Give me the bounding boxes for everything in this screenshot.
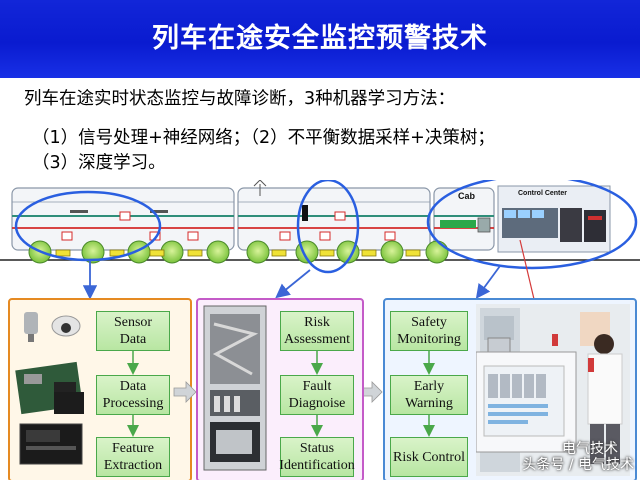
yellow-sensors bbox=[55, 249, 421, 257]
body-line-2: （1）信号处理+神经网络；（2）不平衡数据采样+决策树； bbox=[32, 128, 495, 148]
body-line-3: （3）深度学习。 bbox=[32, 153, 166, 173]
title-bar bbox=[0, 0, 640, 78]
control-center-inset bbox=[497, 185, 611, 253]
train-illustration bbox=[0, 180, 640, 433]
highlight-ellipses bbox=[14, 180, 638, 274]
control-center-label: Control Center bbox=[518, 190, 567, 197]
body-line-1: 列车在途实时状态监控与故障诊断，3种机器学习方法： bbox=[24, 89, 456, 109]
server-cabinet-photo bbox=[202, 304, 268, 472]
risk-control-box: Risk Control bbox=[390, 437, 468, 477]
slide-title: 列车在途安全监控预警技术 bbox=[152, 23, 488, 54]
sensor-hardware-photo bbox=[14, 304, 90, 472]
train-car-2 bbox=[237, 180, 431, 251]
cab-label: Cab bbox=[458, 191, 476, 201]
train-cab-car bbox=[433, 187, 495, 251]
sensor-nodes bbox=[61, 211, 396, 241]
watermark-line-1: 电气技术 bbox=[562, 441, 618, 457]
arrow-to-panel-2 bbox=[275, 269, 311, 299]
cab-monitor-photo bbox=[476, 304, 630, 476]
arrow-to-panel-3 bbox=[475, 265, 501, 299]
watermark-line-2: 头条号 / 电气技术 bbox=[522, 457, 634, 473]
